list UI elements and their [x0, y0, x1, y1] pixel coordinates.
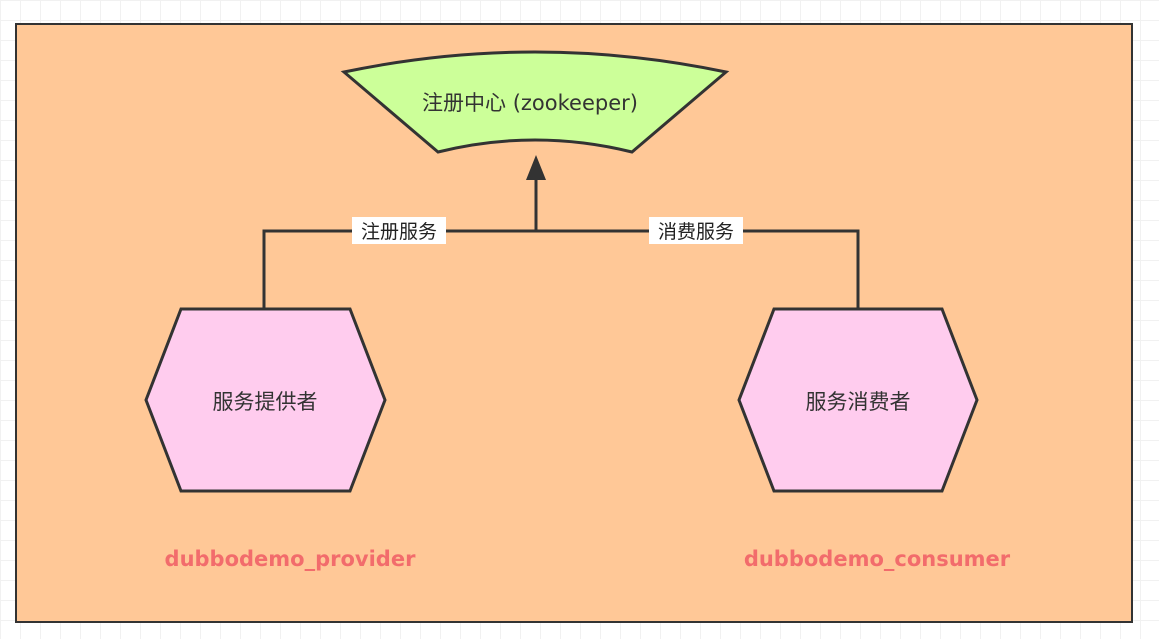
registry-arrowhead: [526, 155, 546, 180]
consume-edge-label: 消费服务: [658, 221, 734, 243]
provider-caption: dubbodemo_provider: [165, 547, 417, 571]
register-edge-label-bg: [352, 217, 446, 244]
consumer-caption: dubbodemo_consumer: [744, 547, 1011, 571]
consumer-connector: [536, 229, 860, 308]
registry-node: [340, 50, 730, 154]
provider-label: 服务提供者: [213, 390, 318, 414]
consumer-node: [737, 307, 979, 493]
provider-node: [144, 307, 387, 493]
consume-edge-label-bg: [649, 217, 743, 244]
consumer-label: 服务消费者: [806, 390, 911, 414]
registry-label: 注册中心 (zookeeper): [422, 91, 638, 115]
register-edge-label: 注册服务: [361, 221, 437, 243]
